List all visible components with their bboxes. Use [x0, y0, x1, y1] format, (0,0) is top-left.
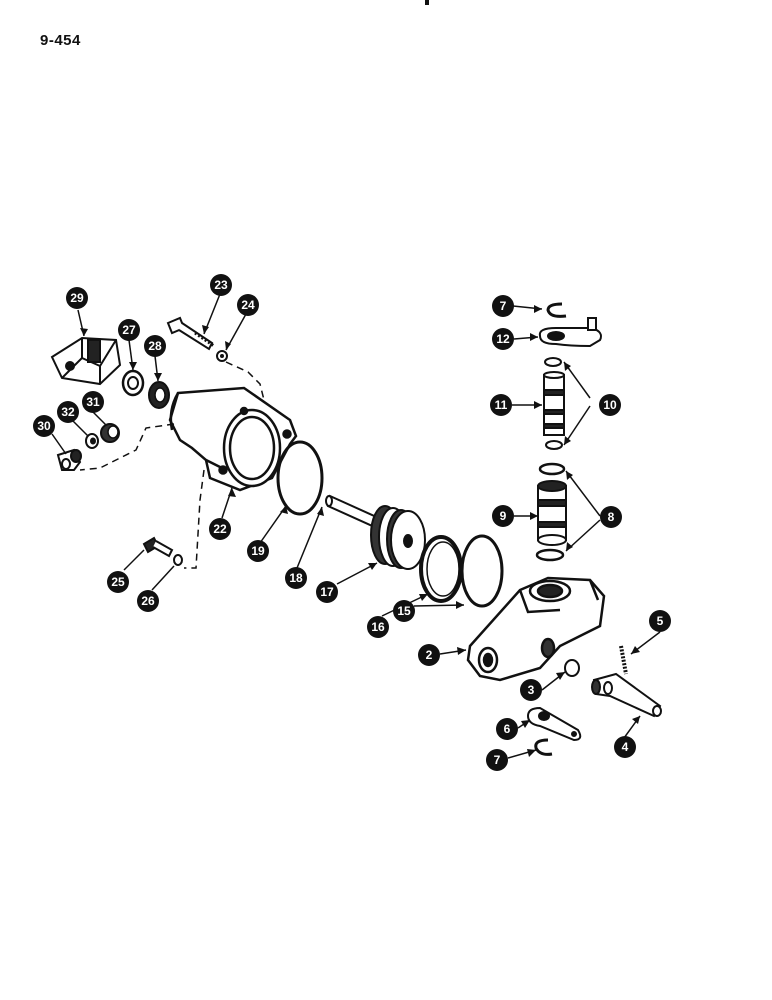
svg-text:31: 31	[86, 395, 100, 409]
svg-text:12: 12	[496, 332, 510, 346]
svg-text:8: 8	[608, 510, 615, 524]
svg-text:22: 22	[213, 522, 227, 536]
part-clip-7-top	[546, 302, 567, 318]
svg-text:19: 19	[251, 544, 265, 558]
svg-text:17: 17	[320, 585, 334, 599]
part-oring-3	[564, 659, 580, 677]
callout-24: 24	[237, 294, 259, 316]
svg-text:32: 32	[61, 405, 75, 419]
svg-text:9: 9	[500, 509, 507, 523]
svg-text:5: 5	[657, 614, 664, 628]
callout-30: 30	[33, 415, 55, 437]
callout-9: 9	[492, 505, 514, 527]
part-bolt-25	[142, 536, 174, 558]
part-ring-15	[460, 534, 504, 608]
callout-23: 23	[210, 274, 232, 296]
part-oring-19	[276, 440, 324, 516]
part-sleeve-9	[537, 480, 567, 546]
svg-text:24: 24	[241, 298, 255, 312]
svg-text:10: 10	[603, 398, 617, 412]
svg-text:6: 6	[504, 722, 511, 736]
callout-29: 29	[66, 287, 88, 309]
callout-19: 19	[247, 540, 269, 562]
part-nut-24	[216, 350, 228, 362]
callout-5: 5	[649, 610, 671, 632]
callout-28: 28	[144, 335, 166, 357]
callout-26: 26	[137, 590, 159, 612]
leader-arrowheads	[80, 305, 640, 757]
leader-lines	[51, 293, 661, 759]
part-cylinder-22	[168, 386, 298, 492]
svg-text:3: 3	[528, 683, 535, 697]
part-valve-body-2	[466, 576, 606, 682]
callout-16: 16	[367, 616, 389, 638]
part-spool-11	[543, 371, 565, 436]
svg-text:4: 4	[622, 740, 629, 754]
part-piston-17	[370, 505, 426, 570]
part-nut-31	[100, 423, 120, 443]
callout-2: 2	[418, 644, 440, 666]
dashed-assembly-lines	[79, 361, 265, 569]
page-number: 9-454	[40, 32, 81, 49]
svg-text:18: 18	[289, 571, 303, 585]
part-ring-32	[85, 433, 99, 449]
callout-31: 31	[82, 391, 104, 413]
svg-text:29: 29	[70, 291, 84, 305]
callout-11: 11	[490, 394, 512, 416]
part-oring-10-bottom	[545, 440, 563, 450]
part-pin-5	[619, 645, 628, 675]
part-yoke-29	[50, 336, 122, 386]
callout-17: 17	[316, 581, 338, 603]
svg-text:16: 16	[371, 620, 385, 634]
callout-32: 32	[57, 401, 79, 423]
callout-25: 25	[107, 571, 129, 593]
part-washer-27	[121, 369, 145, 397]
svg-text:7: 7	[500, 299, 507, 313]
svg-text:11: 11	[495, 398, 508, 412]
part-lever-6	[526, 706, 582, 742]
callout-27: 27	[118, 319, 140, 341]
part-bolt-23	[166, 316, 215, 351]
svg-text:7: 7	[494, 753, 501, 767]
svg-text:23: 23	[214, 278, 228, 292]
svg-text:27: 27	[122, 323, 136, 337]
part-ring-16	[419, 535, 463, 603]
callout-8: 8	[600, 506, 622, 528]
callout-15: 15	[393, 600, 415, 622]
svg-text:30: 30	[37, 419, 51, 433]
callout-7-top: 7	[492, 295, 514, 317]
part-ring-8-bottom	[535, 548, 565, 562]
callout-10: 10	[599, 394, 621, 416]
part-seal-28	[148, 381, 170, 409]
part-lever-12	[538, 317, 602, 348]
svg-text:2: 2	[426, 648, 433, 662]
svg-text:15: 15	[397, 604, 411, 618]
registration-mark	[425, 0, 429, 5]
callout-7-bottom: 7	[486, 749, 508, 771]
callout-3: 3	[520, 679, 542, 701]
part-washer-26	[173, 554, 183, 566]
part-elbow-fitting-30	[56, 448, 82, 471]
part-shaft-4	[591, 672, 662, 718]
part-ring-8-top	[538, 462, 566, 476]
callout-18: 18	[285, 567, 307, 589]
callout-4: 4	[614, 736, 636, 758]
part-clip-7-bottom	[534, 738, 553, 756]
callout-22: 22	[209, 518, 231, 540]
svg-text:26: 26	[141, 594, 155, 608]
part-oring-10-top	[544, 357, 562, 367]
callout-12: 12	[492, 328, 514, 350]
svg-text:28: 28	[148, 339, 162, 353]
callout-6: 6	[496, 718, 518, 740]
svg-text:25: 25	[111, 575, 125, 589]
